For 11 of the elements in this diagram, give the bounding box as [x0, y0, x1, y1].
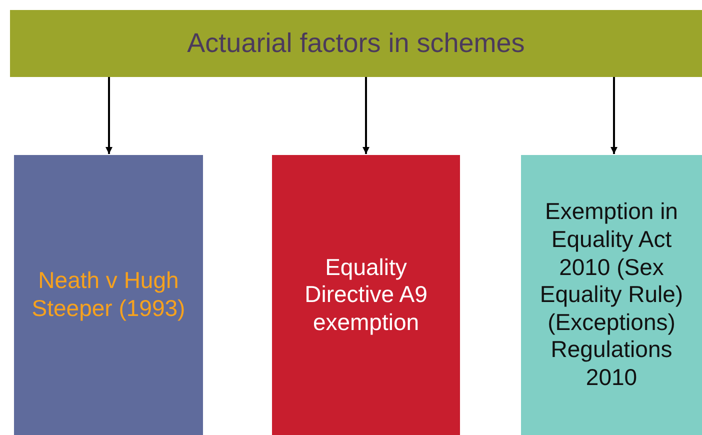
arrow: [362, 77, 370, 154]
title-bar: [10, 10, 702, 77]
case-box: [14, 155, 203, 435]
box-text: Neath v Hugh Steeper (1993): [30, 267, 186, 323]
title-text: Actuarial factors in schemes: [187, 27, 525, 60]
box-text: Equality Directive A9 exemption: [304, 254, 428, 336]
exemption-box: [521, 155, 702, 435]
box-text: Exemption in Equality Act 2010 (Sex Equality Rule) (Exceptions) Regulations 2010: [538, 198, 684, 392]
directive-box: [272, 155, 460, 435]
arrow: [610, 77, 618, 154]
arrow: [106, 77, 112, 154]
